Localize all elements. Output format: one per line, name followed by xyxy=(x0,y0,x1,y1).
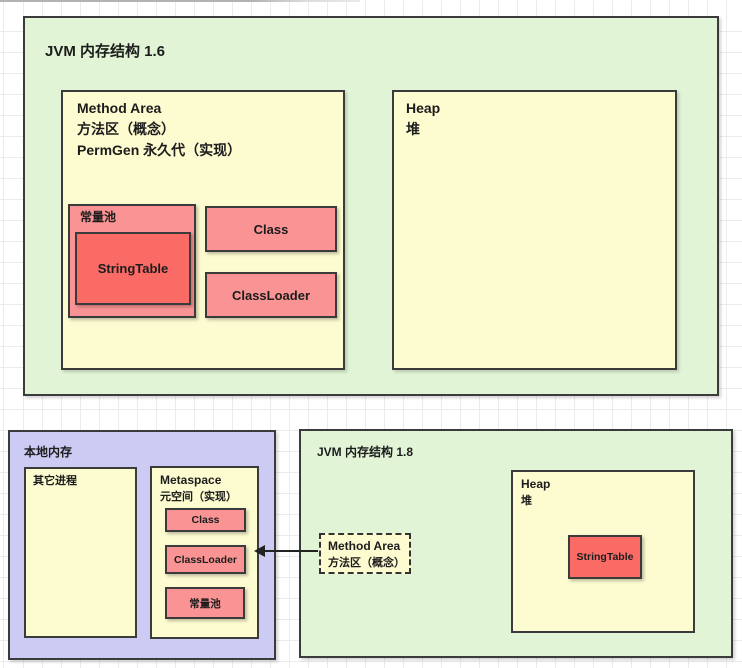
permgen-label: PermGen 永久代（实现） xyxy=(77,142,242,158)
metaspace-label-en: Metaspace xyxy=(160,473,222,487)
jvm16-classloader-box: ClassLoader xyxy=(205,272,337,318)
heap-label-cn: 堆 xyxy=(406,121,420,137)
jvm18-method-area-en: Method Area xyxy=(328,539,401,553)
constant-pool-label: 常量池 xyxy=(80,210,117,224)
native-memory-title: 本地内存 xyxy=(24,445,73,459)
jvm16-stringtable-box: StringTable xyxy=(75,232,191,305)
jvm18-container: JVM 内存结构 1.8 Method Area 方法区（概念） Heap 堆 … xyxy=(299,429,733,658)
metaspace-label-cn: 元空间（实现） xyxy=(160,491,237,503)
jvm16-title: JVM 内存结构 1.6 xyxy=(45,43,166,60)
jvm16-container: JVM 内存结构 1.6 Method Area 方法区（概念） PermGen… xyxy=(23,16,719,396)
method-area-to-metaspace-arrow-head xyxy=(254,545,265,557)
other-process-label: 其它进程 xyxy=(33,475,77,487)
metaspace-constant-pool-box: 常量池 xyxy=(165,587,245,619)
jvm18-method-area-dashed-box: Method Area 方法区（概念） xyxy=(319,533,411,574)
heap-label-en: Heap xyxy=(406,100,441,116)
jvm18-stringtable-box: StringTable xyxy=(568,535,642,579)
other-process-box: 其它进程 xyxy=(24,467,137,638)
metaspace-box: Metaspace 元空间（实现） Class ClassLoader 常量池 xyxy=(150,466,259,639)
metaspace-class-box: Class xyxy=(165,508,246,532)
method-area-label-en: Method Area xyxy=(77,100,162,116)
jvm16-constant-pool-box: 常量池 StringTable xyxy=(68,204,196,318)
jvm18-heap-label-cn: 堆 xyxy=(521,495,532,507)
method-area-to-metaspace-arrow-shaft xyxy=(264,550,318,552)
section-divider xyxy=(0,0,360,2)
jvm18-heap-label-en: Heap xyxy=(521,477,551,491)
method-area-label-cn: 方法区（概念） xyxy=(77,121,175,137)
native-memory-container: 本地内存 其它进程 Metaspace 元空间（实现） Class ClassL… xyxy=(8,430,276,660)
jvm16-class-box: Class xyxy=(205,206,337,252)
jvm18-heap-box: Heap 堆 StringTable xyxy=(511,470,695,633)
jvm18-method-area-cn: 方法区（概念） xyxy=(328,557,405,569)
jvm18-title: JVM 内存结构 1.8 xyxy=(317,445,414,459)
metaspace-classloader-box: ClassLoader xyxy=(165,545,246,574)
jvm16-method-area-box: Method Area 方法区（概念） PermGen 永久代（实现） 常量池 … xyxy=(61,90,345,370)
jvm16-heap-box: Heap 堆 xyxy=(392,90,677,370)
